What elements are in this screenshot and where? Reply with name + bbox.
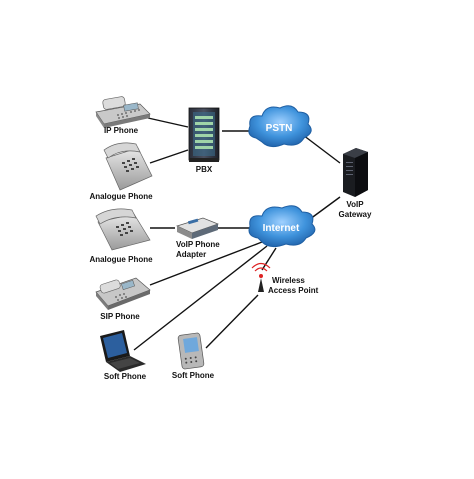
pbx-icon	[188, 107, 220, 162]
laptop-icon	[100, 330, 146, 372]
ip-phone-icon	[95, 96, 151, 128]
voip-gateway-label-line1: VoIP	[346, 200, 364, 209]
analogue-phone-label: Analogue Phone	[89, 192, 153, 201]
link-sip-internet	[149, 241, 263, 286]
pbx-label: PBX	[195, 165, 213, 174]
soft-phone-laptop-label: Soft Phone	[103, 372, 147, 381]
voip-adapter-label-line2: Adapter	[176, 250, 207, 259]
internet-cloud-icon	[248, 205, 316, 248]
analogue-phone-icon	[95, 208, 151, 251]
ip-phone-label: IP Phone	[103, 126, 139, 135]
voip-adapter-icon	[176, 217, 220, 239]
sip-phone-icon	[95, 277, 151, 310]
wireless-access-point-icon	[251, 262, 271, 292]
link-wireless-internet	[261, 247, 277, 271]
voip-adapter-label-line1: VoIP Phone	[176, 240, 220, 249]
voip-gateway-icon	[343, 148, 368, 197]
link-pda-wireless	[205, 294, 259, 349]
internet-label: Internet	[263, 223, 300, 234]
pda-icon	[177, 332, 205, 370]
link-analogue-pbx	[149, 149, 189, 164]
sip-phone-label: SIP Phone	[100, 312, 140, 321]
link-pstn-gateway	[302, 134, 341, 164]
wireless-label-line2: Access Point	[268, 286, 319, 295]
wireless-label-line1: Wireless	[272, 276, 305, 285]
voip-gateway-label-line2: Gateway	[338, 210, 372, 219]
soft-phone-pda-label: Soft Phone	[171, 371, 215, 380]
analogue-phone-label: Analogue Phone	[89, 255, 153, 264]
link-laptop-internet	[133, 245, 268, 351]
link-ipphone-pbx	[147, 117, 189, 128]
pstn-label: PSTN	[266, 123, 293, 134]
analogue-phone-icon	[103, 142, 153, 191]
pstn-cloud-icon	[248, 105, 312, 148]
connection-lines	[133, 117, 341, 351]
